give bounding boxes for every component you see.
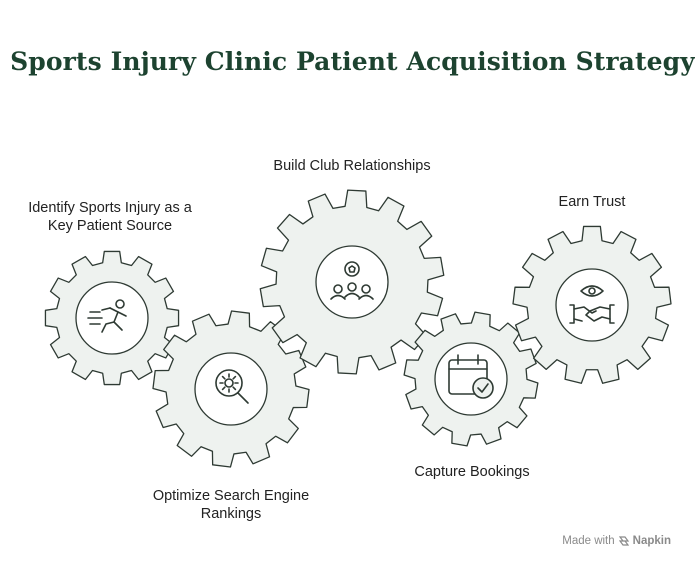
step-label-line: Key Patient Source bbox=[47, 218, 173, 234]
gear-hub bbox=[555, 268, 629, 342]
step-label-identify: Identify Sports Injury as a Key Patient … bbox=[10, 199, 210, 235]
step-label-line: Identify Sports Injury as a bbox=[28, 200, 192, 216]
step-label-earn: Earn Trust bbox=[522, 193, 662, 211]
footer-watermark: Made with Napkin bbox=[562, 535, 671, 547]
team-icon bbox=[330, 261, 374, 300]
made-with-text: Made with bbox=[562, 535, 615, 547]
step-label-line: Optimize Search Engine bbox=[152, 488, 310, 504]
gear-build bbox=[259, 189, 445, 375]
gear-hub bbox=[315, 245, 389, 319]
step-label-line: Build Club Relationships bbox=[273, 158, 431, 174]
handshake-eye-icon bbox=[569, 285, 615, 324]
napkin-brand: Napkin bbox=[632, 535, 671, 547]
calendar-check-icon bbox=[448, 354, 494, 399]
gear-capture bbox=[403, 311, 539, 447]
step-label-line: Capture Bookings bbox=[414, 464, 530, 480]
gear-identify bbox=[44, 250, 180, 386]
napkin-logo-icon bbox=[618, 536, 629, 546]
gear-hub bbox=[194, 352, 268, 426]
step-label-line: Rankings bbox=[200, 506, 262, 522]
gear-optimize bbox=[152, 310, 310, 468]
gear-hub bbox=[434, 342, 508, 416]
runner-icon bbox=[87, 299, 127, 333]
search-gear-icon bbox=[215, 369, 249, 404]
step-label-capture: Capture Bookings bbox=[372, 463, 572, 481]
gear-earn bbox=[512, 225, 672, 384]
page-title: Sports Injury Clinic Patient Acquisition… bbox=[10, 47, 695, 76]
step-label-optimize: Optimize Search Engine Rankings bbox=[131, 487, 331, 523]
step-label-build: Build Club Relationships bbox=[252, 157, 452, 175]
step-label-line: Earn Trust bbox=[558, 194, 626, 210]
gear-hub bbox=[75, 281, 149, 355]
